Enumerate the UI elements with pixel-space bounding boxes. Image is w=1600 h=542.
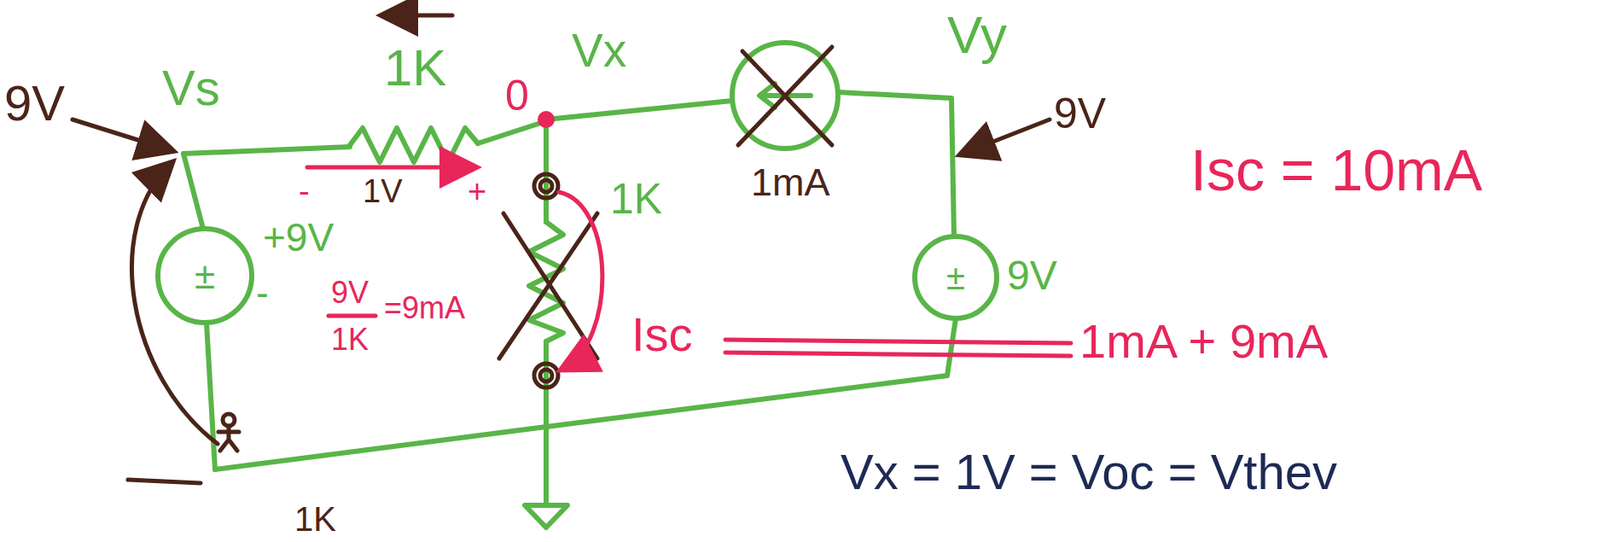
- circuit-label: 1K: [384, 38, 447, 98]
- circuit-label: -: [298, 173, 310, 211]
- circuit-label: Vy: [947, 4, 1007, 65]
- circuit-label: -: [256, 271, 269, 315]
- circuit-label: +: [467, 173, 487, 211]
- circuit-label: 1K: [331, 321, 369, 357]
- circuit-label: Vx: [571, 23, 627, 78]
- circuit-label: 1K: [294, 499, 337, 539]
- circuit-label: =9mA: [384, 290, 466, 326]
- circuit-label: Isc: [631, 307, 693, 362]
- circuit-label: ±: [194, 254, 216, 298]
- circuit-label: +9V: [262, 215, 334, 261]
- circuit-label: 1K: [610, 174, 663, 225]
- circuit-label: 9V: [1006, 251, 1058, 299]
- circuit-label: 1mA + 9mA: [1079, 314, 1328, 369]
- circuit-label: 1V: [362, 173, 402, 211]
- circuit-label: Isc = 10mA: [1190, 136, 1483, 204]
- circuit-label: 0: [505, 71, 530, 122]
- circuit-label: 9V: [4, 75, 65, 133]
- annotation-marks: [72, 15, 1050, 483]
- circuit-label: 9V: [1053, 89, 1106, 140]
- node-dot: [537, 110, 555, 128]
- red-annotations: [307, 167, 1071, 369]
- circuit-label: 1mA: [750, 160, 831, 205]
- circuit-label: 9V: [331, 274, 369, 310]
- circuit-label: Vs: [162, 59, 221, 117]
- circuit-label: ±: [946, 257, 966, 297]
- circuit-label: Vx = 1V = Voc = Vthev: [840, 443, 1338, 501]
